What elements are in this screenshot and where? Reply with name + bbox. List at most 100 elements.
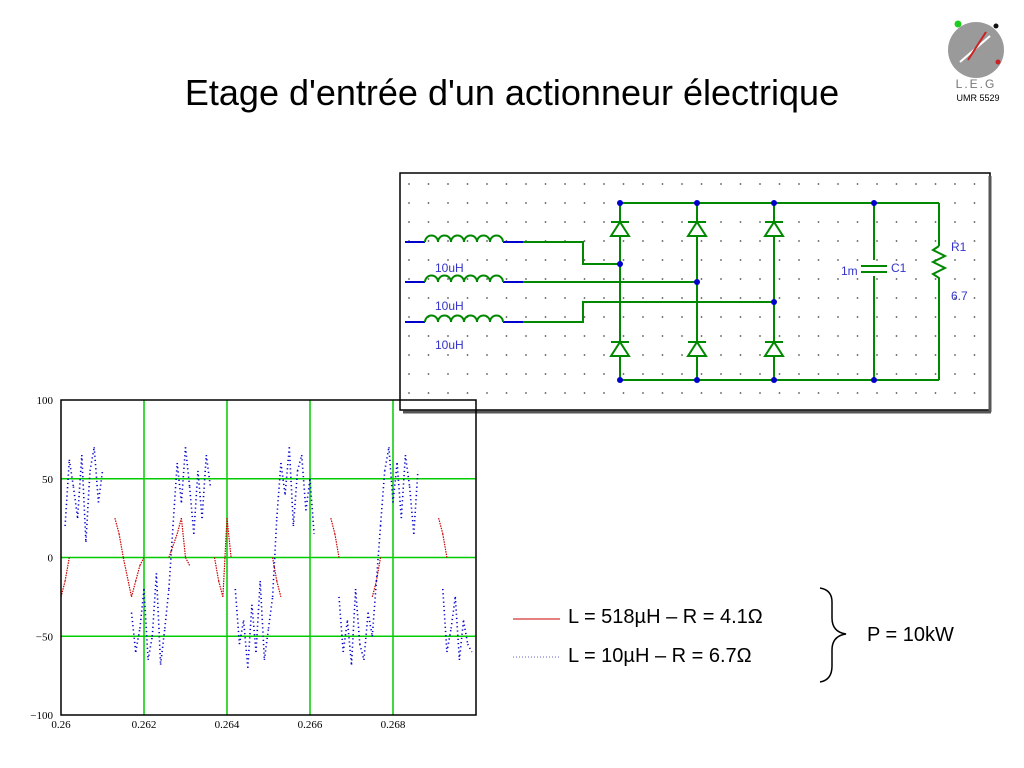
series-2-segment [280, 462, 286, 495]
diode-d2 [686, 220, 708, 237]
series-2-segment [255, 581, 261, 653]
legend-brace [819, 587, 847, 683]
series-2-segment [263, 628, 270, 661]
series-2-segment [143, 588, 149, 660]
slide-title: Etage d'entrée d'un actionneur électriqu… [184, 72, 840, 113]
series-1-segment [176, 517, 182, 535]
series-2-segment [147, 636, 154, 661]
inductor-1-label: 10uH [435, 261, 464, 275]
series-1-segment [118, 533, 124, 558]
series-2-segment [242, 620, 249, 668]
series-1-segment [218, 580, 224, 598]
series-2-segment [130, 612, 137, 653]
series-2-segment [367, 612, 374, 637]
schematic-frame [399, 172, 991, 411]
series-2-segment [350, 588, 357, 665]
junction-dots [617, 200, 877, 383]
series-1-segment [139, 557, 145, 566]
diode-d3 [763, 220, 785, 237]
logo-subtitle: UMR 5529 [956, 93, 999, 103]
series-2-segment [188, 486, 195, 534]
series-1-segment [272, 557, 278, 582]
series-2-segment [338, 596, 344, 653]
input-phase-wires [405, 241, 523, 323]
diode-d6 [763, 340, 785, 357]
series-1-segment [114, 517, 120, 535]
series-2-segment [284, 447, 291, 495]
capacitor-name-label: C1 [891, 261, 907, 275]
series-2-segment [234, 588, 241, 645]
series-1-segment [375, 557, 382, 582]
logo-disc [948, 22, 1004, 78]
series-2-segment [404, 454, 411, 487]
series-1-segment [213, 557, 220, 582]
series-2-segment [267, 596, 274, 629]
series-2-segment [413, 470, 419, 534]
series-1-segment [330, 517, 336, 535]
series-2-segment [68, 459, 75, 487]
series-2-segment [134, 628, 141, 653]
series-2-segment [176, 462, 183, 503]
series-2-segment [458, 620, 465, 660]
chart-series [60, 447, 473, 668]
series-2-segment [371, 581, 378, 637]
diode-d1 [609, 220, 631, 237]
series-2-segment [151, 573, 158, 637]
series-2-segment [97, 470, 104, 503]
series-1-segment [135, 565, 141, 582]
series-2-segment [375, 525, 382, 582]
x-tick-label: 0.266 [298, 719, 323, 731]
series-2-segment [180, 447, 187, 503]
x-tick-label: 0.264 [215, 719, 240, 731]
logo-red-dot [995, 59, 1001, 65]
series-2-segment [85, 470, 91, 542]
inductor-1 [424, 234, 504, 243]
x-axis-ticks: 0.26 0.262 0.264 0.266 0.268 [51, 719, 406, 731]
series-2-segment [93, 447, 100, 503]
series-2-segment [251, 604, 257, 653]
series-2-segment [271, 518, 278, 597]
logo-black-dot [993, 23, 999, 29]
series-1-segment [64, 557, 70, 582]
series-2-segment [309, 478, 315, 534]
chart-frame [60, 399, 477, 716]
series-1-segment [222, 518, 228, 597]
series-1-segment [276, 580, 282, 598]
y-tick-label: 100 [37, 395, 54, 407]
y-tick-label: 0 [48, 553, 54, 565]
series-1-segment [184, 557, 191, 566]
diode-d5 [686, 340, 708, 357]
series-2-segment [300, 455, 307, 511]
series-2-segment [184, 447, 191, 487]
series-2-segment [388, 447, 394, 503]
series-2-segment [342, 620, 349, 653]
series-2-segment [462, 620, 469, 645]
resistor-value-label: 6.7 [951, 289, 968, 303]
diode-d4 [609, 340, 631, 357]
series-2-segment [259, 581, 266, 660]
series-1-segment [442, 533, 448, 558]
series-1-segment [180, 518, 187, 558]
series-2-segment [276, 462, 282, 519]
series-2-segment [346, 620, 353, 665]
inductor-2 [424, 274, 504, 283]
series-2-segment [172, 462, 178, 527]
legend-entry-2-label: L = 10µH – R = 6.7Ω [568, 645, 752, 667]
series-2-segment [442, 588, 448, 653]
series-2-segment [81, 455, 87, 542]
series-2-segment [296, 454, 303, 472]
series-2-segment [408, 486, 415, 534]
series-2-segment [205, 454, 212, 487]
series-2-segment [76, 455, 83, 519]
series-2-segment [446, 628, 452, 653]
series-2-segment [292, 470, 299, 527]
x-tick-label: 0.262 [132, 719, 157, 731]
series-1-segment [334, 533, 340, 558]
series-1-segment [226, 518, 232, 558]
x-tick-label: 0.26 [51, 719, 71, 731]
series-2-segment [379, 470, 386, 527]
x-tick-label: 0.268 [381, 719, 406, 731]
series-1-segment [168, 533, 178, 558]
